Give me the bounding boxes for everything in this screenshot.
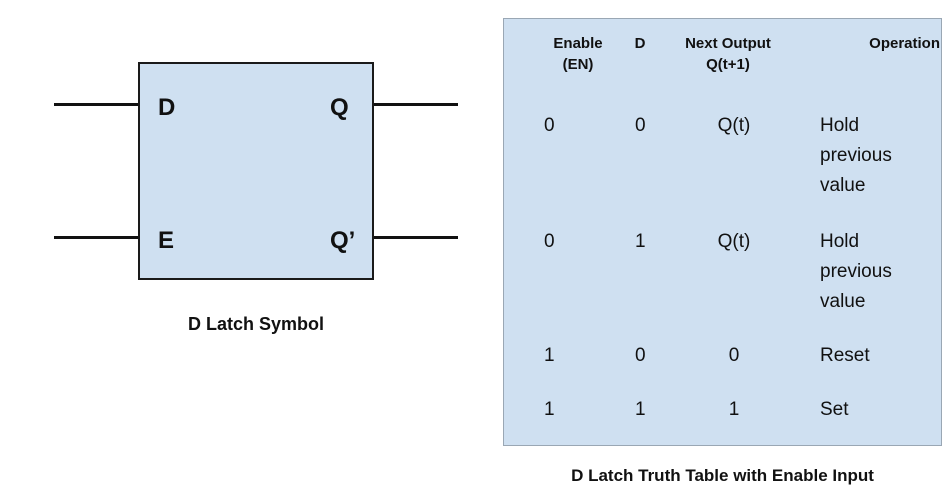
row-1-d: 0 <box>635 115 646 136</box>
header-operation: Operation <box>830 33 940 54</box>
row-4-en: 1 <box>544 399 555 420</box>
row-2-operation-line1: Hold <box>820 231 860 252</box>
truth-table: Enable (EN) D Next Output Q(t+1) Operati… <box>503 18 942 446</box>
pin-label-d: D <box>158 94 176 121</box>
row-2-q-next: Q(t) <box>717 231 751 252</box>
header-enable-line1: Enable <box>553 35 603 52</box>
header-enable-line2: (EN) <box>562 56 594 73</box>
header-enable: Enable (EN) <box>530 33 626 75</box>
row-4-d: 1 <box>635 399 646 420</box>
header-operation-line1: Operation <box>869 35 940 52</box>
row-1-operation-line3: value <box>820 175 866 196</box>
row-3-operation: Reset <box>820 341 870 371</box>
output-wire-q-not <box>372 236 458 239</box>
row-4-q-next: 1 <box>728 399 740 420</box>
row-4-operation: Set <box>820 395 849 425</box>
header-next-output-line1: Next Output <box>685 35 771 52</box>
pin-label-q-not: Q’ <box>330 227 356 254</box>
row-1-q-next: Q(t) <box>717 115 751 136</box>
row-2-d: 1 <box>635 231 646 252</box>
row-3-q-next: 0 <box>728 345 740 366</box>
header-d: D <box>628 33 652 54</box>
pin-label-q: Q <box>330 94 349 121</box>
header-next-output: Next Output Q(t+1) <box>664 33 792 75</box>
row-3-operation-line1: Reset <box>820 345 870 366</box>
header-next-output-line2: Q(t+1) <box>706 56 750 73</box>
row-3-en: 1 <box>544 345 555 366</box>
symbol-caption: D Latch Symbol <box>187 314 325 334</box>
row-1-operation-line2: previous <box>820 145 892 166</box>
input-wire-e <box>54 236 140 239</box>
row-2-operation-line3: value <box>820 291 866 312</box>
row-2-operation: Hold previous value <box>820 227 892 317</box>
row-4-operation-line1: Set <box>820 399 849 420</box>
output-wire-q <box>372 103 458 106</box>
truth-table-caption: D Latch Truth Table with Enable Input <box>571 466 874 485</box>
row-1-en: 0 <box>544 115 555 136</box>
header-d-line1: D <box>634 35 646 52</box>
input-wire-d <box>54 103 140 106</box>
row-1-operation-line1: Hold <box>820 115 860 136</box>
latch-symbol-box <box>138 62 374 280</box>
row-3-d: 0 <box>635 345 646 366</box>
row-2-en: 0 <box>544 231 555 252</box>
pin-label-e: E <box>158 227 175 254</box>
row-1-operation: Hold previous value <box>820 111 892 201</box>
row-2-operation-line2: previous <box>820 261 892 282</box>
